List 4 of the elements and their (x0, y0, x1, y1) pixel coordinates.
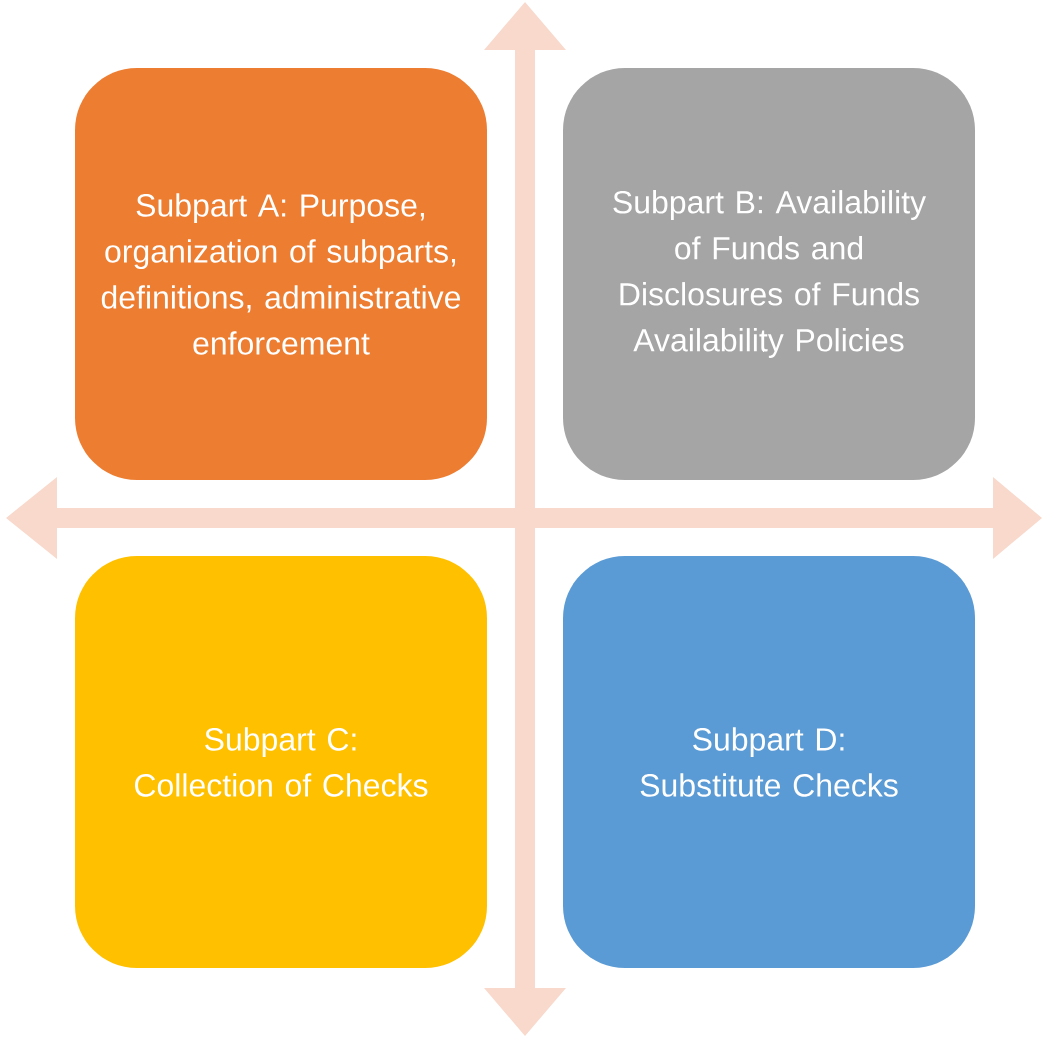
subpart-box: Subpart A: Purpose, organization of subparts, definitions, administrative enforcement (75, 68, 487, 480)
subpart-box: Subpart C: Collection of Checks (75, 556, 487, 968)
subpart-box: Subpart D: Substitute Checks (563, 556, 975, 968)
subpart-box: Subpart B: Availability of Funds and Disclosures of Funds Availability Policies (563, 68, 975, 480)
